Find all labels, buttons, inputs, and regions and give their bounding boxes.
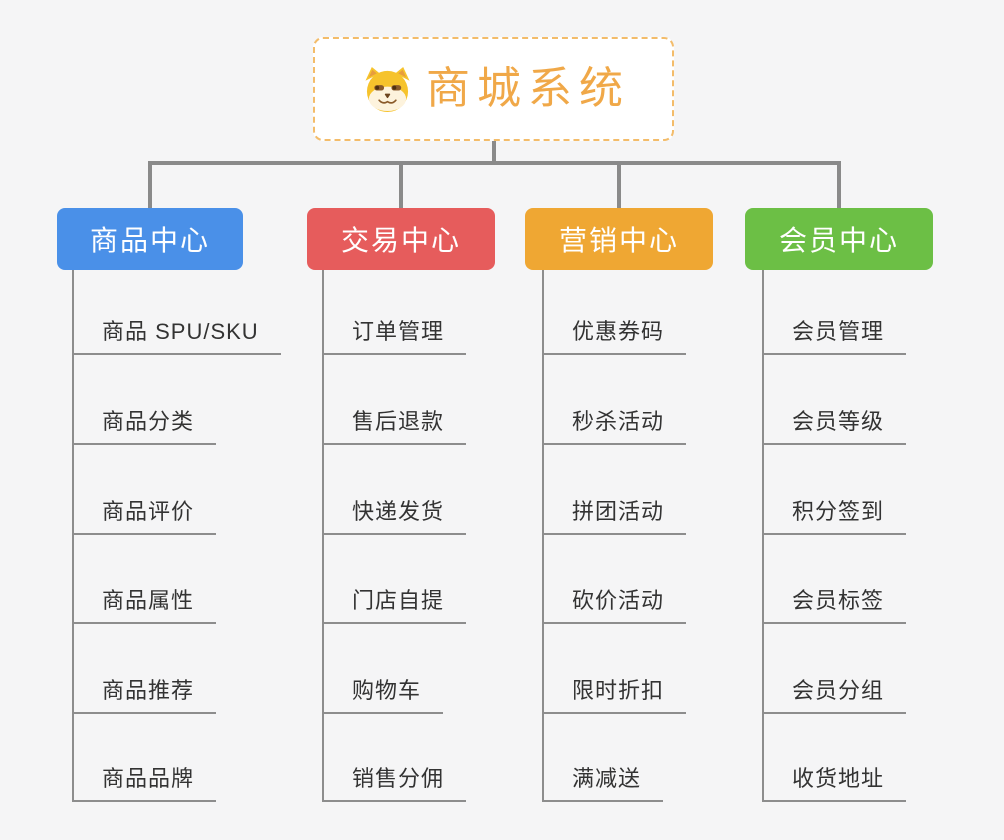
connector-drop-trade bbox=[399, 163, 403, 209]
connector-root-drop bbox=[492, 141, 496, 165]
root-node[interactable]: 商城系统 bbox=[313, 37, 674, 141]
item-product-attribute[interactable]: 商品属性 bbox=[72, 588, 217, 624]
item-shipping-address[interactable]: 收货地址 bbox=[762, 766, 907, 802]
item-order-management[interactable]: 订单管理 bbox=[322, 319, 467, 355]
connector-drop-product bbox=[148, 163, 152, 209]
item-flash-sale[interactable]: 秒杀活动 bbox=[542, 409, 687, 445]
item-express-delivery[interactable]: 快递发货 bbox=[322, 499, 467, 535]
branch-member-center[interactable]: 会员中心 bbox=[745, 208, 933, 270]
item-store-pickup[interactable]: 门店自提 bbox=[322, 588, 467, 624]
spine-trade bbox=[322, 270, 324, 802]
item-product-spu-sku[interactable]: 商品 SPU/SKU bbox=[72, 319, 281, 355]
item-member-group[interactable]: 会员分组 bbox=[762, 678, 907, 714]
item-shopping-cart[interactable]: 购物车 bbox=[322, 678, 444, 714]
item-member-tag[interactable]: 会员标签 bbox=[762, 588, 907, 624]
item-product-brand[interactable]: 商品品牌 bbox=[72, 766, 217, 802]
branch-product-center[interactable]: 商品中心 bbox=[57, 208, 243, 270]
spine-member bbox=[762, 270, 764, 802]
root-title: 商城系统 bbox=[426, 64, 630, 113]
item-points-checkin[interactable]: 积分签到 bbox=[762, 499, 907, 535]
item-bargain-activity[interactable]: 砍价活动 bbox=[542, 588, 687, 624]
connector-bus bbox=[148, 161, 841, 165]
item-product-review[interactable]: 商品评价 bbox=[72, 499, 217, 535]
spine-product bbox=[72, 270, 74, 802]
spine-marketing bbox=[542, 270, 544, 802]
connector-drop-member bbox=[837, 163, 841, 209]
item-member-level[interactable]: 会员等级 bbox=[762, 409, 907, 445]
branch-trade-center[interactable]: 交易中心 bbox=[307, 208, 495, 270]
item-member-management[interactable]: 会员管理 bbox=[762, 319, 907, 355]
branch-marketing-center[interactable]: 营销中心 bbox=[525, 208, 713, 270]
dog-face-icon bbox=[364, 66, 411, 113]
item-spend-and-save[interactable]: 满减送 bbox=[542, 766, 664, 802]
item-limited-time-discount[interactable]: 限时折扣 bbox=[542, 678, 687, 714]
item-product-category[interactable]: 商品分类 bbox=[72, 409, 217, 445]
item-coupon-code[interactable]: 优惠券码 bbox=[542, 319, 687, 355]
item-sales-commission[interactable]: 销售分佣 bbox=[322, 766, 467, 802]
item-product-recommend[interactable]: 商品推荐 bbox=[72, 678, 217, 714]
item-aftersale-refund[interactable]: 售后退款 bbox=[322, 409, 467, 445]
connector-drop-marketing bbox=[617, 163, 621, 209]
item-group-buy[interactable]: 拼团活动 bbox=[542, 499, 687, 535]
